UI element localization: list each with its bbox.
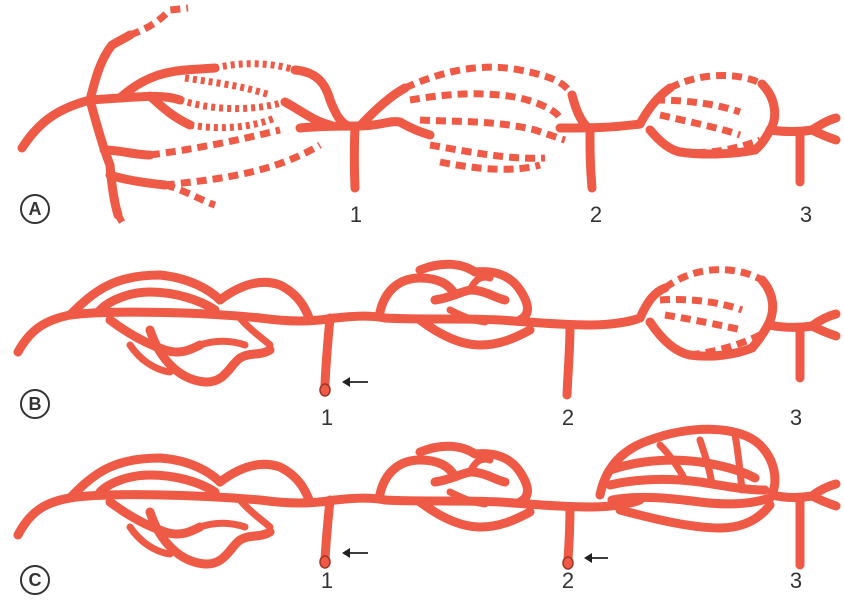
panel-c-segment-3: 3 — [790, 568, 802, 593]
badge-a: A — [21, 195, 49, 223]
arrow-c-2 — [584, 553, 608, 563]
panel-a-segment-1: 1 — [350, 202, 362, 227]
panel-a-segment-3: 3 — [800, 202, 812, 227]
badge-b: B — [21, 390, 49, 418]
panel-b: B 1 2 3 — [18, 264, 836, 430]
arrow-c-1 — [342, 548, 368, 558]
panel-b-segment-3: 3 — [790, 405, 802, 430]
badge-c-label: C — [29, 570, 42, 590]
arrow-b-1 — [342, 377, 368, 387]
badge-a-label: A — [29, 199, 42, 219]
panel-a-segment-2: 2 — [590, 202, 602, 227]
badge-b-label: B — [29, 394, 42, 414]
panel-b-segment-1: 1 — [321, 405, 333, 430]
badge-c: C — [21, 566, 49, 594]
panel-c: C 1 2 3 — [18, 429, 836, 594]
panel-a: A 1 2 3 — [21, 8, 836, 227]
panel-b-segment-2: 2 — [562, 405, 574, 430]
panel-c-segment-1: 1 — [321, 568, 333, 593]
panel-c-segment-2: 2 — [562, 568, 574, 593]
